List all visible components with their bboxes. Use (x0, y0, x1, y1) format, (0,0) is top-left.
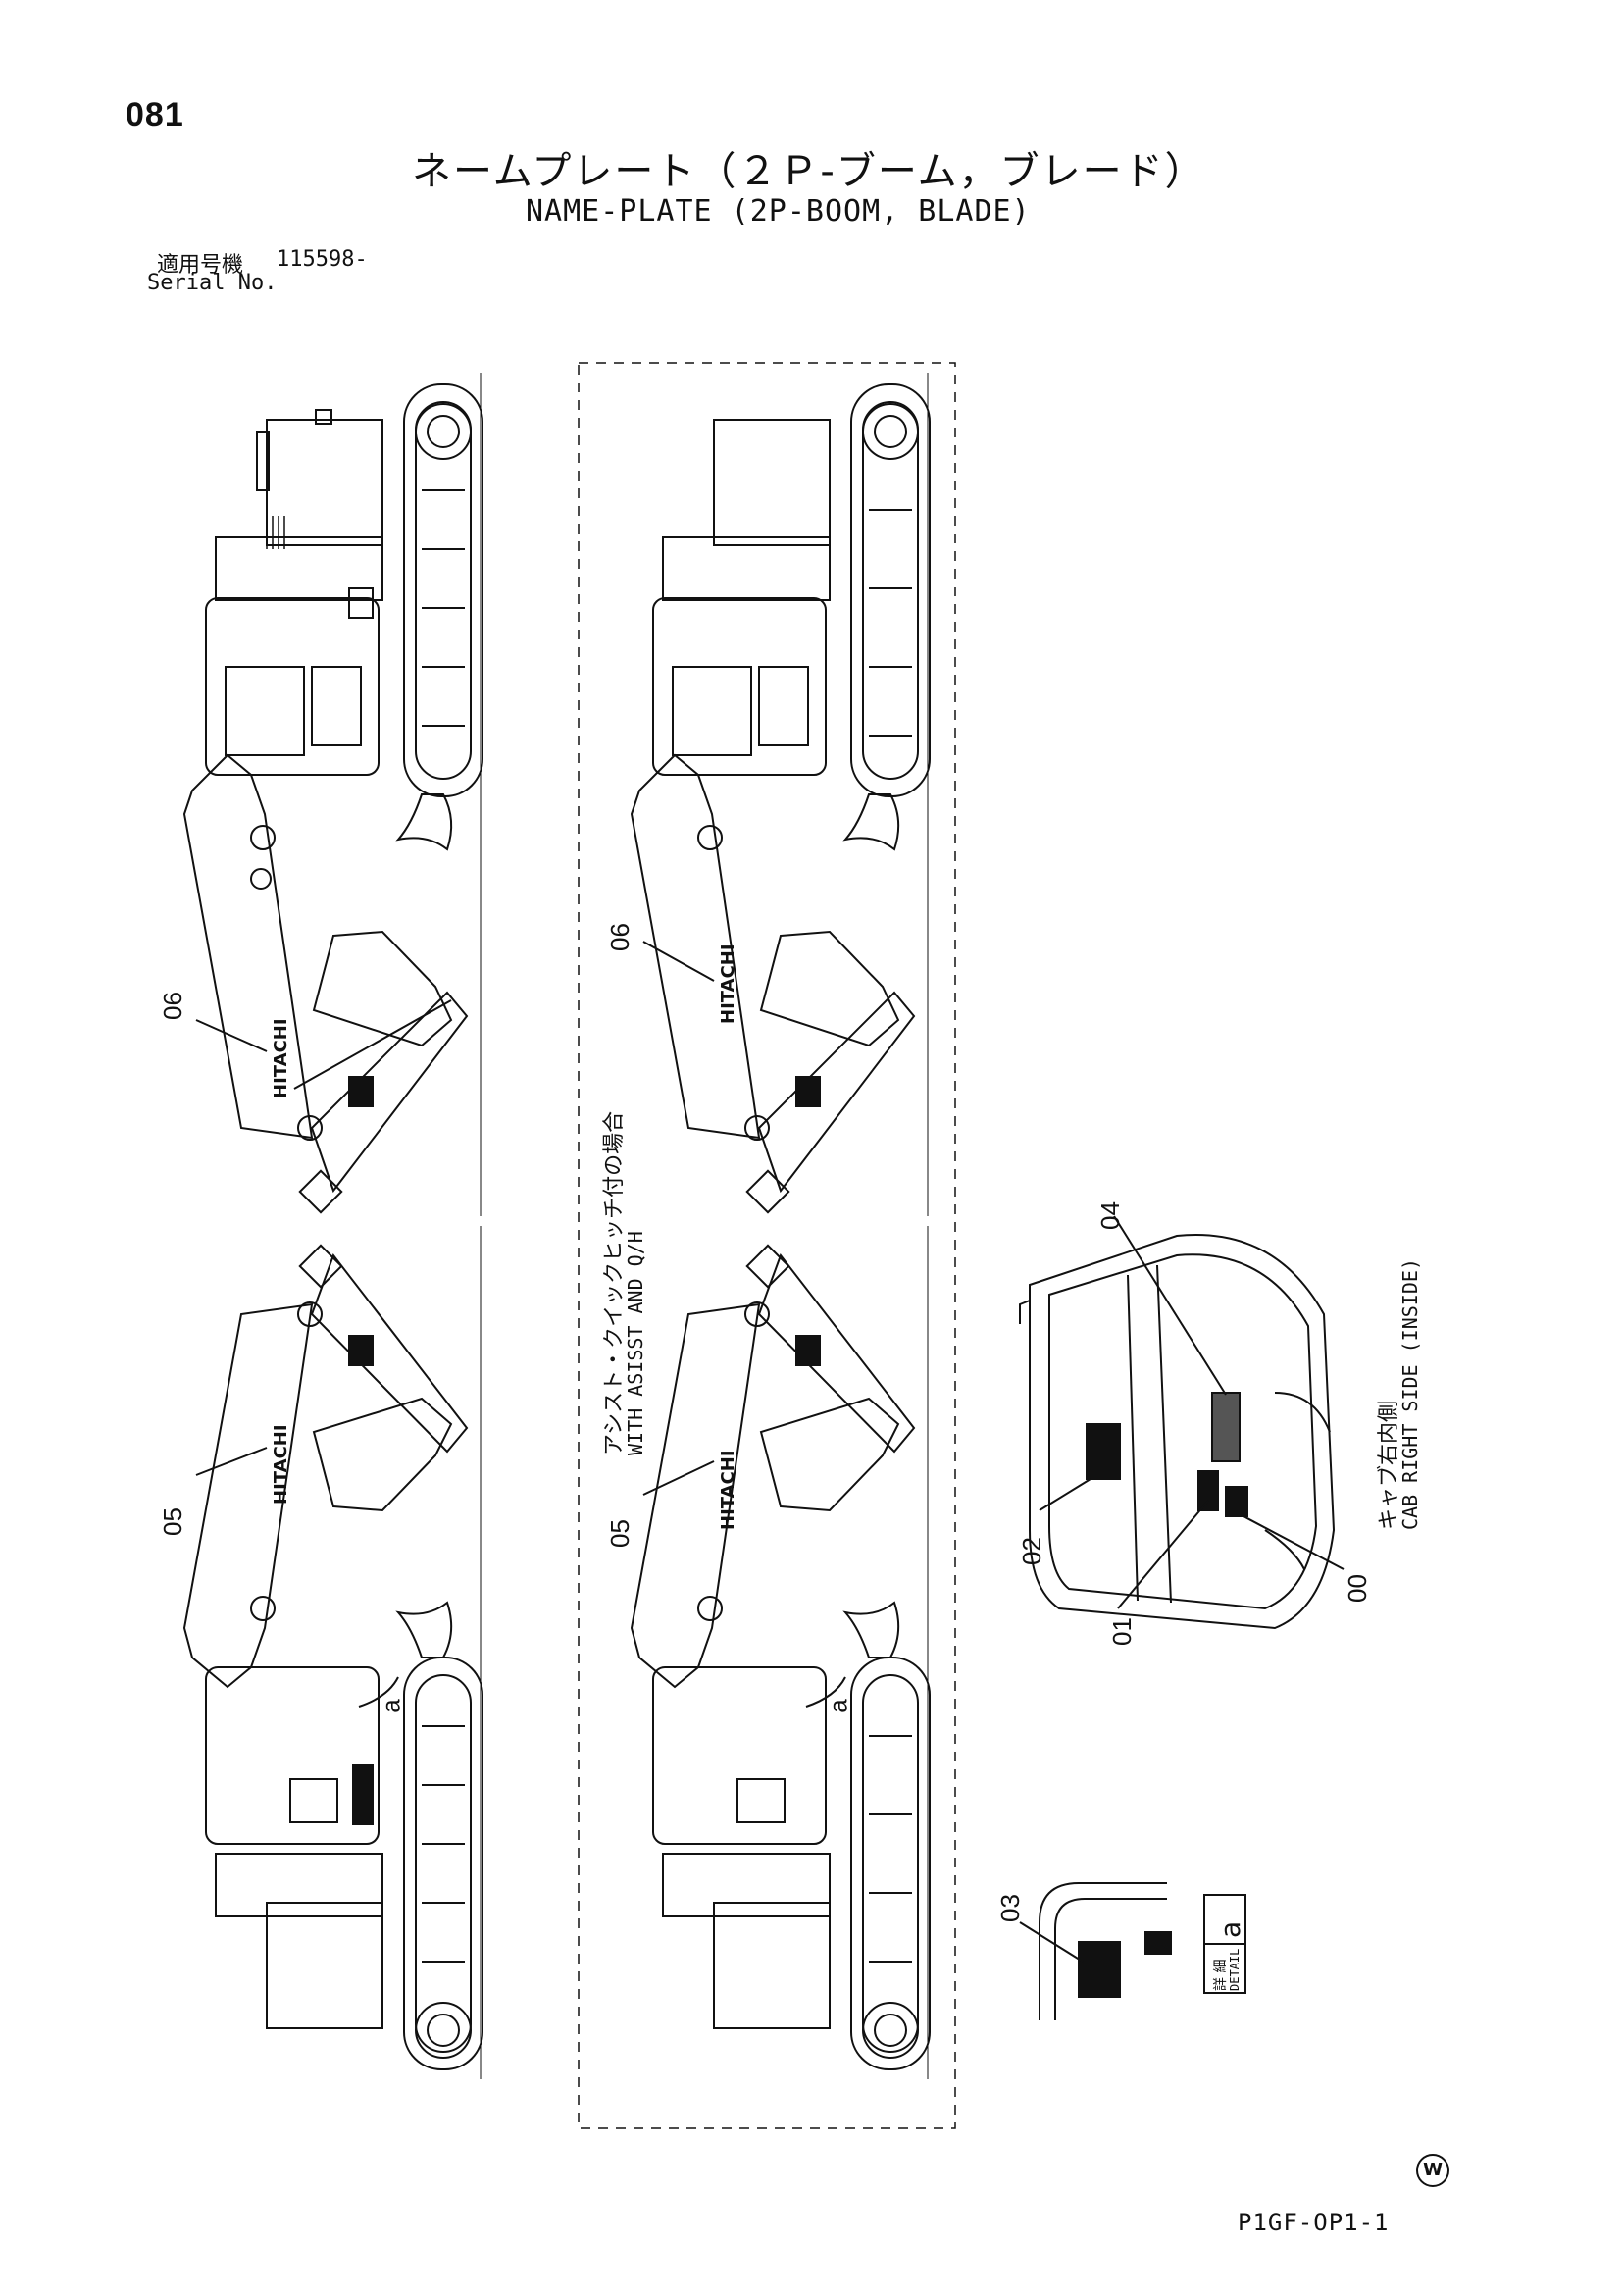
engine-cover (215, 1853, 383, 1917)
excavator-center-upper (630, 373, 931, 1216)
serial-value: 115598- (277, 247, 368, 272)
option-panel (578, 362, 956, 2129)
excavator-left-upper (182, 373, 483, 1216)
bucket (312, 1397, 453, 1512)
counterweight (266, 1902, 383, 2029)
cab (205, 1666, 380, 1845)
sprocket (415, 403, 472, 460)
detail-label-en: DETAIL (1228, 1948, 1242, 1991)
boom-decal (348, 1335, 374, 1366)
boom-logo-upper-left: HITACHI (271, 1018, 291, 1098)
excavator-left-lower (182, 1226, 483, 2079)
plate-01 (1197, 1470, 1219, 1511)
cab-interior-detail (1019, 1215, 1345, 1630)
part-code: P1GF-OP1-1 (1238, 2209, 1390, 2236)
detail-label-jp: 詳 細 (1213, 1959, 1229, 1991)
warning-decal (298, 1169, 343, 1214)
warning-decal (298, 1244, 343, 1289)
page-title-jp: ネームプレート（２Ｐ-ブーム，ブレード） (412, 149, 1206, 194)
callout-a-center: a (823, 1699, 853, 1713)
page-title-en: NAME-PLATE (2P-BOOM, BLADE) (526, 194, 1031, 229)
bucket (312, 930, 453, 1047)
cab-label-en: CAB RIGHT SIDE (INSIDE) (1398, 1258, 1422, 1530)
cab (205, 597, 380, 776)
w-mark: W (1416, 2154, 1449, 2187)
engine-cover (215, 536, 383, 601)
option-label-en: WITH ASISST AND Q/H (624, 1231, 647, 1455)
dozer-blade (395, 1601, 453, 1658)
callout-a-left: a (376, 1699, 406, 1713)
plate-00 (1225, 1486, 1248, 1517)
page-number: 081 (126, 96, 184, 133)
arm (310, 1252, 469, 1454)
callout-02: 02 (1016, 1537, 1046, 1565)
callout-01: 01 (1106, 1617, 1137, 1646)
callout-00: 00 (1342, 1574, 1372, 1603)
sprocket (415, 2002, 472, 2059)
callout-04: 04 (1094, 1201, 1125, 1230)
plate-03 (1078, 1941, 1121, 1998)
plate-04 (1211, 1392, 1241, 1462)
boom-logo-lower-left: HITACHI (271, 1424, 291, 1505)
serial-label-jp: 適用号機 (157, 253, 244, 278)
boom (182, 1302, 314, 1689)
arm (310, 991, 469, 1194)
serial-label-en: Serial No. (147, 271, 278, 295)
boom-logo-upper-center: HITACHI (718, 944, 738, 1024)
callout-03: 03 (994, 1894, 1025, 1922)
callout-06-center: 06 (604, 923, 634, 951)
excavator-center-lower (630, 1226, 931, 2079)
dozer-blade (395, 793, 453, 851)
boom-logo-lower-center: HITACHI (718, 1450, 738, 1530)
callout-05-left: 05 (157, 1507, 187, 1536)
detail-a-drawing (1019, 1882, 1246, 2020)
counterweight (266, 419, 383, 546)
boom (182, 753, 314, 1140)
plate-02 (1086, 1423, 1121, 1480)
callout-06-left: 06 (157, 992, 187, 1020)
callout-05-center: 05 (604, 1519, 634, 1548)
boom-decal (348, 1076, 374, 1107)
detail-letter: a (1214, 1920, 1246, 1938)
